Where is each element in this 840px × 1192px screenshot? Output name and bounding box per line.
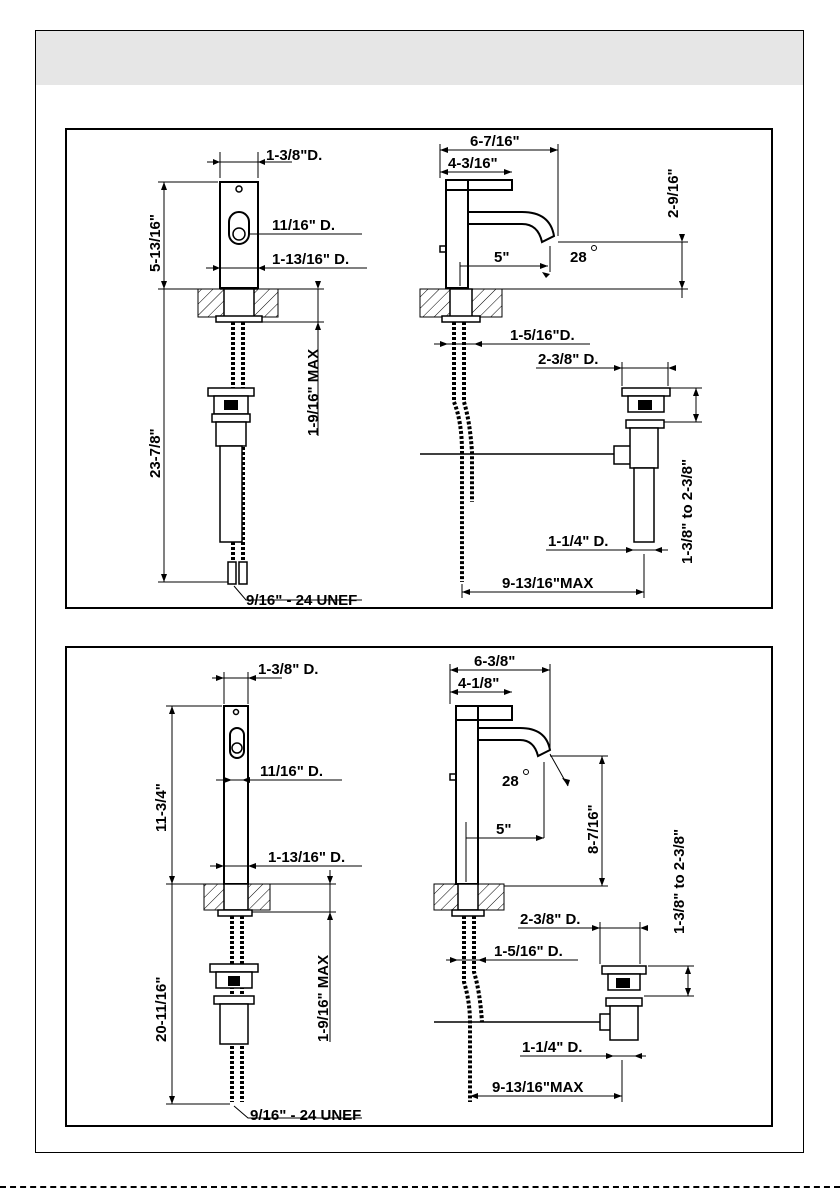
page-frame [35,30,804,1153]
front-view: 1-3/8"D. 11/16" D. 1-13/16" D. 5-13/16" … [147,147,367,609]
side-drain-top-dia-label: 2-3/8" D. [538,351,598,368]
side-drain-max-label: 9-13/16"MAX [502,575,593,592]
side-view: 6-3/8" 4-1/8" 8-7/16" 5" 28 1-5/16" D. 2… [433,653,694,1102]
tall-faucet-drawing: 1-3/8" D. 11/16" D. 1-13/16" D. 11-3/4" … [153,653,694,1124]
side-spout-height-label: 8-7/16" [585,804,602,854]
side-overall-depth-label: 6-3/8" [474,653,515,670]
front-base-dia-label: 1-13/16" D. [268,849,345,866]
panel-standard-faucet: 1-3/8"D. 11/16" D. 1-13/16" D. 5-13/16" … [65,128,773,609]
front-height-above-deck-label: 5-13/16" [147,214,164,272]
side-reach-label: 5" [496,821,511,838]
front-total-height-label: 23-7/8" [147,428,164,478]
side-drain-top-dia-label: 2-3/8" D. [520,911,580,928]
side-view: 6-7/16" 4-3/16" 2-9/16" 5" 28 1-5/16"D. … [419,133,702,598]
side-shank-dia-label: 1-5/16" D. [494,943,563,960]
panel-tall-faucet: 1-3/8" D. 11/16" D. 1-13/16" D. 11-3/4" … [65,646,773,1127]
front-supply-dia-label: 1-3/8"D. [266,147,322,164]
front-handle-dia-label: 11/16" D. [260,763,323,780]
front-thread-label: 9/16" - 24 UNEF [246,592,357,609]
standard-faucet-drawing: 1-3/8"D. 11/16" D. 1-13/16" D. 5-13/16" … [147,133,702,609]
side-faucet-body [445,179,469,289]
side-drain-max-label: 9-13/16"MAX [492,1079,583,1096]
handle-lever [228,211,250,245]
side-handle-reach-label: 4-3/16" [448,155,498,172]
front-base-dia-label: 1-13/16" D. [272,251,349,268]
header-band [36,31,803,85]
front-total-height-label: 20-11/16" [153,976,170,1042]
side-drain-range-label: 1-3/8" to 2-3/8" [671,829,688,934]
side-angle-label: 28 [570,249,587,266]
front-thread-label: 9/16" - 24 UNEF [250,1107,361,1124]
page-bottom-divider [0,1186,840,1188]
side-shank-dia-label: 1-5/16"D. [510,327,575,344]
side-handle-reach-label: 4-1/8" [458,675,499,692]
front-handle-dia-label: 11/16" D. [272,217,335,234]
faucet-body [219,181,259,289]
side-drain-range-label: 1-3/8" to 2-3/8" [679,459,696,564]
side-overall-depth-label: 6-7/16" [470,133,520,150]
drain-tailpiece [219,445,243,543]
front-height-above-deck-label: 11-3/4" [153,783,170,832]
front-view: 1-3/8" D. 11/16" D. 1-13/16" D. 11-3/4" … [153,661,362,1124]
side-angle-label: 28 [502,773,519,790]
side-spout [467,211,556,244]
side-reach-label: 5" [494,249,509,266]
front-deck-max-label: 1-9/16" MAX [315,955,332,1042]
side-drain-tail-dia-label: 1-1/4" D. [522,1039,582,1056]
side-handle [445,179,513,191]
side-drain-tail-dia-label: 1-1/4" D. [548,533,608,550]
side-spout-height-label: 2-9/16" [665,168,682,218]
front-supply-dia-label: 1-3/8" D. [258,661,318,678]
front-deck-max-label: 1-9/16" MAX [305,349,322,436]
drain-flange [207,387,255,397]
